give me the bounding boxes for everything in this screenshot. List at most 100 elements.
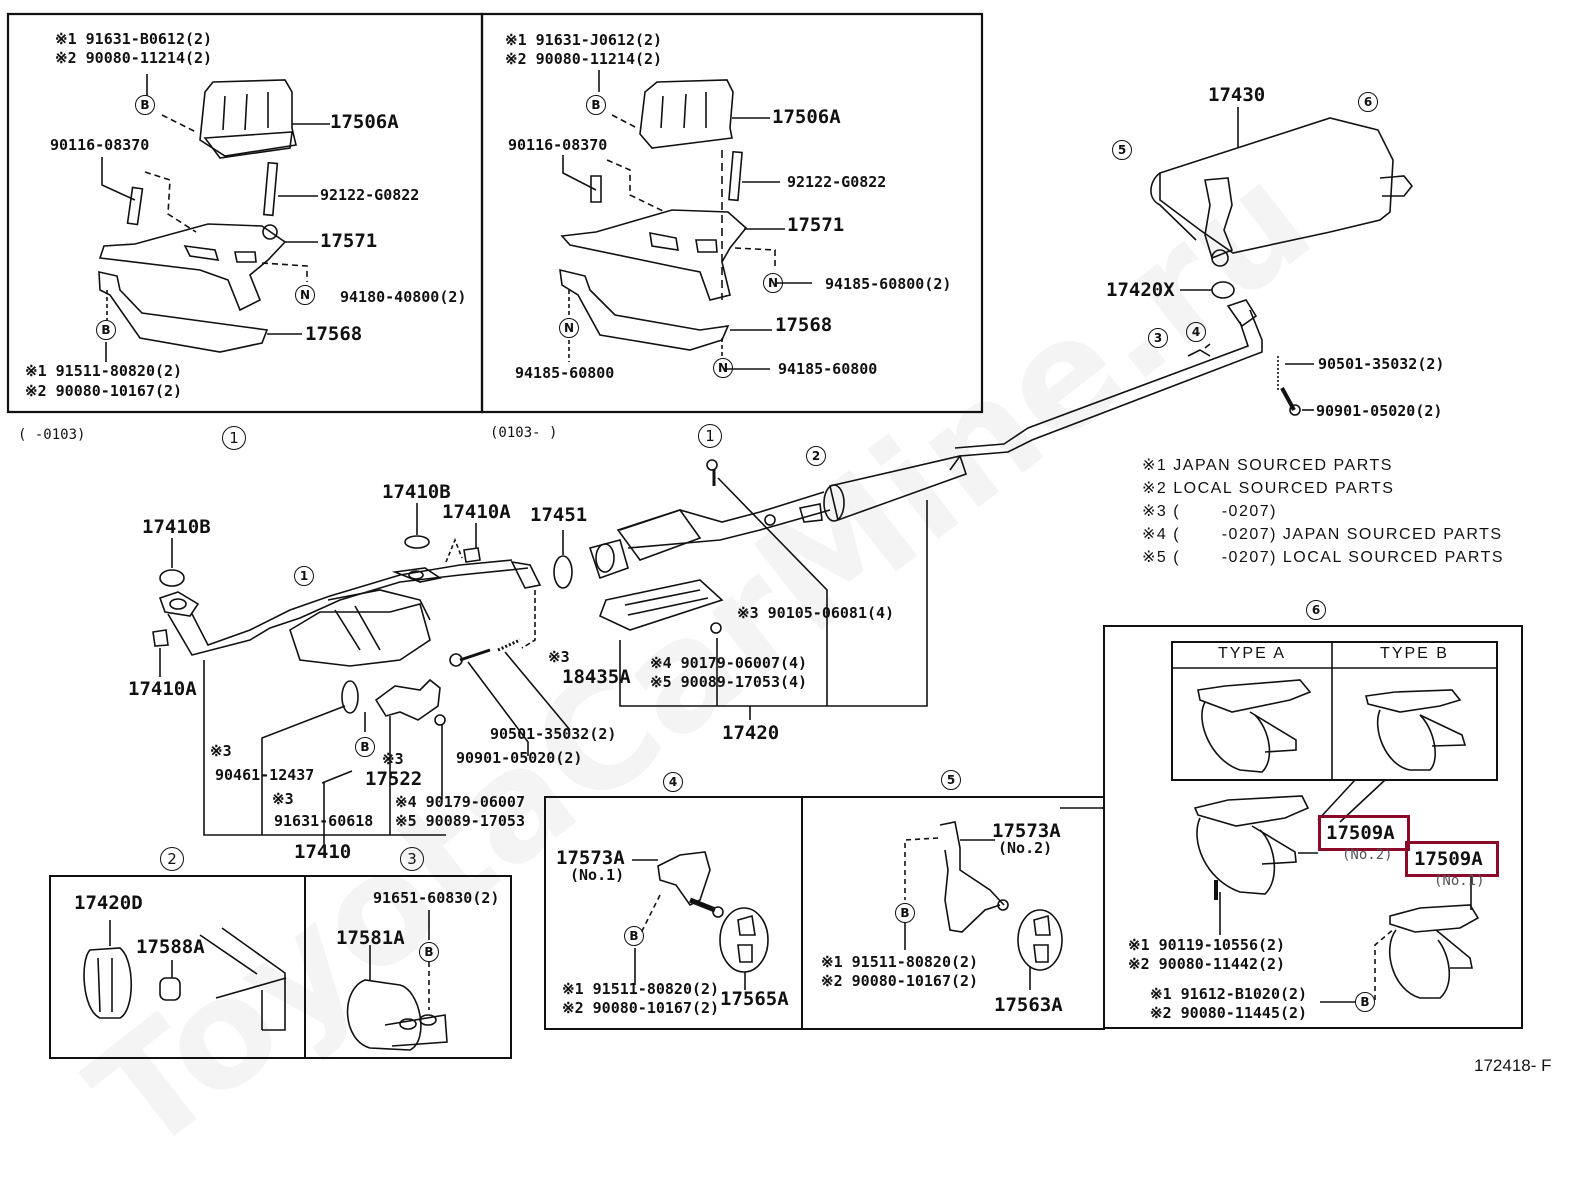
ref-circle-2: 2 — [806, 446, 826, 466]
label-center-pipe-17420[interactable]: 17420 — [722, 722, 780, 744]
legend-item: ※5 ( -0207) LOCAL SOURCED PARTS — [1142, 549, 1505, 566]
label-clamp-90461-12437[interactable]: 90461-12437 — [215, 766, 315, 784]
label-bolt-japan: ※1 90119-10556(2) — [1128, 936, 1286, 954]
label-bracket-mark: ※3 — [382, 750, 404, 768]
label-support-17565a[interactable]: 17565A — [720, 988, 789, 1010]
label-spring-rear[interactable]: 90501-35032(2) — [1318, 355, 1445, 373]
label-bolt-rear[interactable]: 90901-05020(2) — [1316, 402, 1443, 420]
hanger-no2 — [1195, 796, 1308, 894]
label-bolt2-local: ※2 90080-10167(2) — [25, 382, 183, 400]
nut-n-marker-icon: N — [559, 318, 579, 338]
period-label-after-0103: (0103- ) — [490, 425, 558, 441]
exhaust-parts-diagram: ToyotaCarMine.ru — [0, 0, 1552, 1187]
label-bracket-17573a-no2[interactable]: 17573A — [992, 820, 1061, 842]
bolt-b-marker-icon: B — [895, 903, 915, 923]
period-label-before-0103: ( -0103) — [18, 427, 86, 443]
label-bracket-no2: (No.2) — [998, 839, 1053, 857]
inset-frame-right — [482, 14, 982, 412]
label-heat-insulator-17506a[interactable]: 17506A — [330, 111, 399, 133]
label-bolt-90116-08370[interactable]: 90116-08370 — [508, 136, 608, 154]
front-pipe — [160, 560, 540, 666]
label-support-17420d[interactable]: 17420D — [74, 892, 143, 914]
label-bolt-local: ※2 90080-11442(2) — [1128, 955, 1286, 973]
label-stay-17568[interactable]: 17568 — [775, 314, 833, 336]
label-stud-92122-g0822[interactable]: 92122-G0822 — [320, 186, 420, 204]
bolt-b-marker-icon: B — [1355, 992, 1375, 1012]
label-gasket-17410b[interactable]: 17410B — [382, 481, 451, 503]
label-bracket-17571[interactable]: 17571 — [787, 214, 845, 236]
ref-circle-2: 2 — [160, 847, 184, 871]
label-hanger-no1-sub: (No.1) — [1434, 873, 1485, 889]
label-tail-muffler-17430[interactable]: 17430 — [1208, 84, 1266, 106]
label-gasket-17410b[interactable]: 17410B — [142, 516, 211, 538]
nut-n-marker-icon: N — [713, 358, 733, 378]
label-heat-insulator-17506a[interactable]: 17506A — [772, 106, 841, 128]
bracket-17571-right — [562, 210, 746, 300]
label-gasket-17451[interactable]: 17451 — [530, 504, 588, 526]
type-b-header: TYPE B — [1380, 645, 1449, 662]
label-bolt-front[interactable]: 90901-05020(2) — [456, 749, 583, 767]
label-nut-94185-60800[interactable]: 94185-60800 — [515, 364, 615, 382]
bolt-b-marker-icon: B — [419, 942, 439, 962]
bolt-b-marker-icon: B — [135, 95, 155, 115]
tail-muffler — [1151, 118, 1412, 266]
ref-circle-1: 1 — [294, 566, 314, 586]
heat-insulator-left — [200, 80, 296, 158]
label-clamp-mark: ※3 — [210, 742, 232, 760]
ref-circle-5: 5 — [941, 770, 961, 790]
label-nut-17410a[interactable]: 17410A — [442, 501, 511, 523]
label-stay-17568[interactable]: 17568 — [305, 323, 363, 345]
label-support-17563a[interactable]: 17563A — [994, 994, 1063, 1016]
label-bolt-japan: ※1 91511-80820(2) — [562, 980, 720, 998]
label-nut-94185-60800-2[interactable]: 94185-60800(2) — [825, 275, 952, 293]
label-bolt-local: ※2 90080-10167(2) — [821, 972, 979, 990]
label-stud-92122-g0822[interactable]: 92122-G0822 — [787, 173, 887, 191]
label-bolt-91631-60618[interactable]: 91631-60618 — [274, 812, 374, 830]
type-a-header: TYPE A — [1217, 645, 1287, 662]
inset-frame-left — [8, 14, 482, 412]
label-bracket-17571[interactable]: 17571 — [320, 230, 378, 252]
label-cushion-17581a[interactable]: 17581A — [336, 927, 405, 949]
ref-circle-3: 3 — [1148, 328, 1168, 348]
ref-circle-6: 6 — [1306, 600, 1326, 620]
label-nut-japan[interactable]: ※4 90179-06007 — [395, 793, 525, 811]
label-nut-japan[interactable]: ※4 90179-06007(4) — [650, 654, 808, 672]
label-nut-local[interactable]: ※5 90089-17053(4) — [650, 673, 808, 691]
label-bolt-91651-60830[interactable]: 91651-60830(2) — [373, 889, 500, 907]
label-spring-front[interactable]: 90501-35032(2) — [490, 725, 617, 743]
label-nut-94180-40800[interactable]: 94180-40800(2) — [340, 288, 467, 306]
document-id: 172418- F — [1474, 1056, 1552, 1075]
label-front-pipe-17410[interactable]: 17410 — [294, 841, 352, 863]
label-bolt-90105-06081[interactable]: ※3 90105-06081(4) — [737, 604, 895, 622]
bracket-17571-left — [100, 224, 285, 310]
label-cushion-17588a[interactable]: 17588A — [136, 936, 205, 958]
label-hanger-17509a-no2[interactable]: 17509A — [1326, 822, 1395, 844]
label-bolt-local: ※2 90080-10167(2) — [562, 999, 720, 1017]
ref-circle-6: 6 — [1358, 92, 1378, 112]
label-gasket-17420x[interactable]: 17420X — [1106, 279, 1175, 301]
bolt-b-marker-icon: B — [624, 926, 644, 946]
label-nut-94185-60800[interactable]: 94185-60800 — [778, 360, 878, 378]
bolt-b-marker-icon: B — [96, 320, 116, 340]
label-bracket-17522[interactable]: 17522 — [365, 768, 423, 790]
bolt-b-marker-icon: B — [355, 737, 375, 757]
label-nut-17410a[interactable]: 17410A — [128, 678, 197, 700]
label-nut-local[interactable]: ※5 90089-17053 — [395, 812, 525, 830]
label-bracket-17573a-no1[interactable]: 17573A — [556, 847, 625, 869]
legend-item: ※4 ( -0207) JAPAN SOURCED PARTS — [1142, 526, 1503, 543]
hanger-no1 — [1390, 905, 1478, 998]
heat-insulator-right — [640, 80, 733, 148]
label-hanger-17509a-no1[interactable]: 17509A — [1414, 848, 1483, 870]
label-bolt-japan: ※1 91511-80820(2) — [821, 953, 979, 971]
legend-item: ※3 ( -0207) — [1142, 503, 1277, 520]
panel-6-frame — [1104, 626, 1522, 1028]
label-bolt-japan: ※1 91631-B0612(2) — [55, 30, 213, 48]
ref-circle-4: 4 — [1186, 322, 1206, 342]
nut-n-marker-icon: N — [295, 285, 315, 305]
legend-item: ※1 JAPAN SOURCED PARTS — [1142, 457, 1393, 474]
label-bolt-90116-08370[interactable]: 90116-08370 — [50, 136, 150, 154]
label-heat-insulator-18435a[interactable]: 18435A — [562, 666, 631, 688]
label-bolt2-local: ※2 90080-11445(2) — [1150, 1004, 1308, 1022]
label-bracket-no1: (No.1) — [570, 866, 625, 884]
label-heat-insulator-mark: ※3 — [548, 648, 570, 666]
